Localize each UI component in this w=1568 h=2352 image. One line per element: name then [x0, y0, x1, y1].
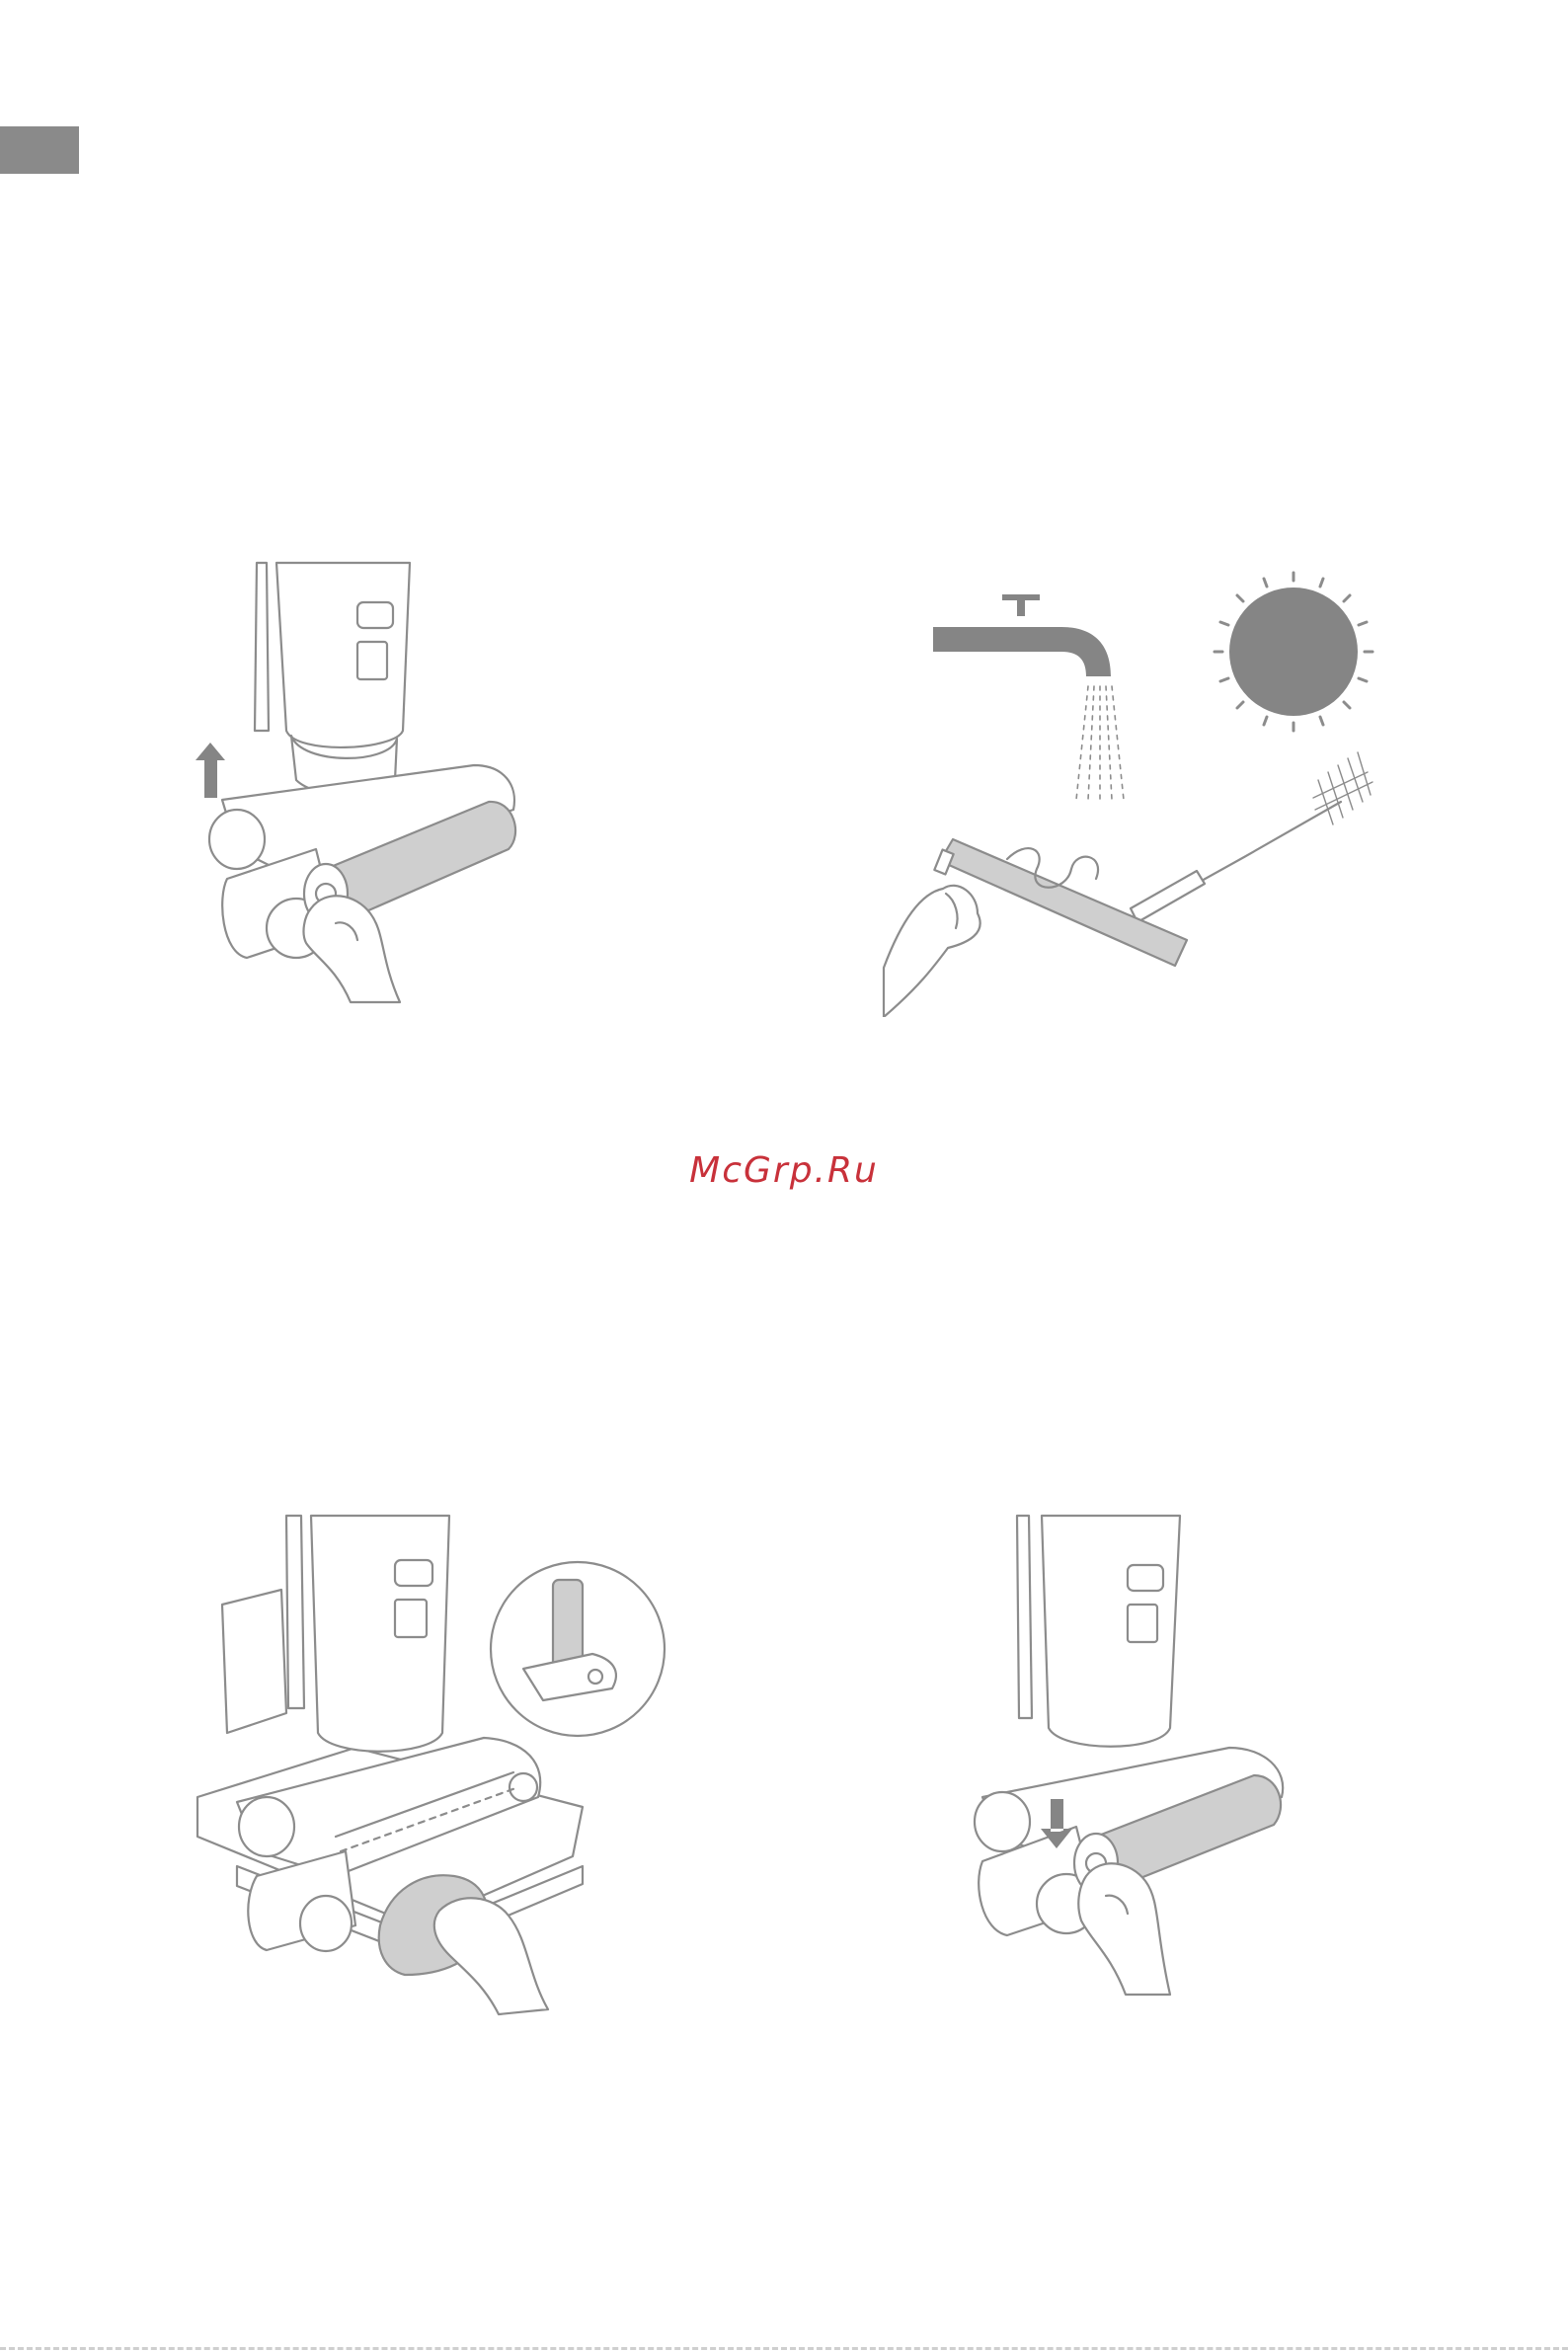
- wipe-base-illustration: [188, 1511, 671, 2024]
- section-tab-marker: [0, 126, 79, 174]
- wash-dry-roller-illustration: [829, 553, 1402, 1017]
- install-roller-illustration: [968, 1511, 1323, 2004]
- watermark-text: McGrp.Ru: [0, 1150, 1568, 1191]
- page-bottom-rule: [0, 2347, 1568, 2350]
- remove-roller-illustration: [178, 553, 573, 1007]
